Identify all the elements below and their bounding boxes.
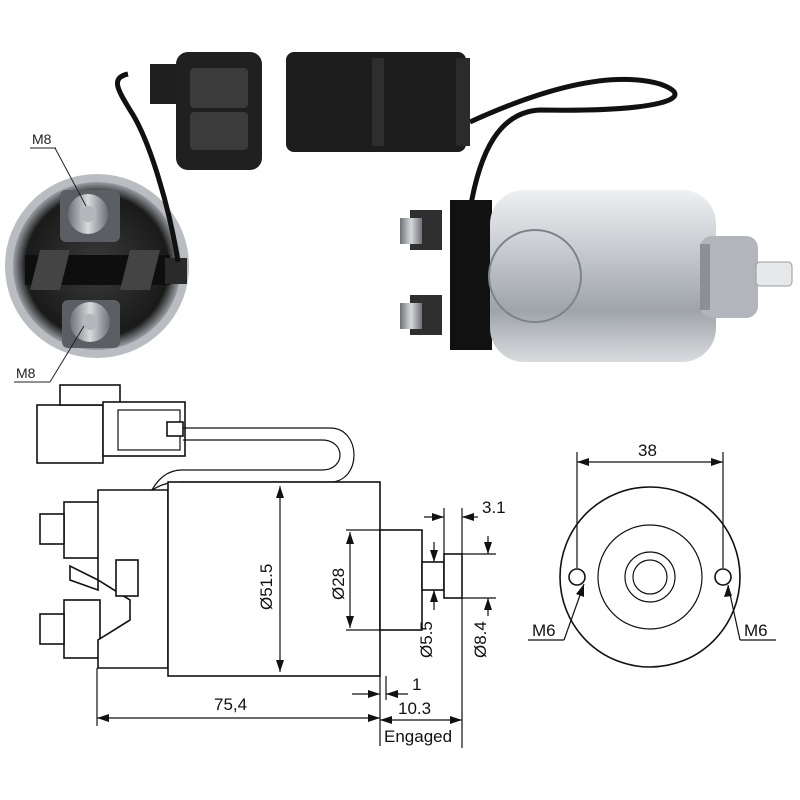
front-plunger-circle — [632, 559, 668, 595]
terminal-cap — [450, 200, 492, 350]
side-profile-drawing: Ø51.5 Ø28 Ø5.5 Ø8.4 3.1 — [36, 384, 506, 748]
dim-tip-length: 3.1 — [482, 498, 506, 517]
right-mount-hole — [714, 568, 732, 586]
drawing-connector — [36, 404, 104, 464]
solenoid-cylinder — [490, 190, 716, 362]
logo-mark-left — [30, 250, 70, 290]
drawing-upper-stud-nut — [63, 501, 101, 559]
front-view-drawing: 38 M6 M6 — [528, 441, 776, 668]
front-tip-circle — [624, 551, 676, 603]
dim-bolt-spacing: 38 — [638, 441, 657, 460]
lead-wire — [115, 71, 181, 263]
dim-engaged-stroke: 10.3 — [398, 699, 431, 718]
drawing-lower-stud-nut — [63, 599, 101, 659]
end-view-photo: M8 M8 — [5, 52, 262, 383]
side-view-photo — [286, 52, 793, 362]
connector-socket-bottom — [190, 112, 248, 150]
front-outer-circle — [559, 486, 741, 668]
lower-stud — [400, 303, 422, 329]
upper-stud — [400, 218, 422, 244]
right-m6-label: M6 — [744, 621, 768, 640]
dim-body-diameter: Ø51.5 — [257, 564, 276, 610]
dim-gap: 1 — [412, 675, 421, 694]
left-mount-hole — [568, 568, 586, 586]
connector-socket-top — [190, 68, 248, 108]
small-terminal — [165, 258, 187, 284]
connector-latch — [150, 64, 180, 104]
bottom-stud-thread — [82, 314, 98, 330]
top-stud-thread — [80, 206, 96, 222]
logo-mark-right — [120, 250, 160, 290]
plunger-tip — [755, 261, 793, 287]
side-lead-wire — [467, 77, 678, 211]
drawing-boss — [379, 529, 423, 631]
logo-watermark — [488, 229, 582, 323]
dim-length: 75,4 — [214, 695, 247, 714]
front-boss-circle — [597, 524, 703, 630]
top-m8-leader — [54, 147, 87, 207]
drawing-cylinder — [167, 481, 381, 677]
left-m6-label: M6 — [532, 621, 556, 640]
dim-tip-diameter: Ø8.4 — [471, 621, 490, 658]
top-m8-label: M8 — [32, 131, 52, 147]
bottom-m8-leader — [49, 325, 85, 383]
dim-boss-diameter: Ø28 — [329, 568, 348, 600]
dim-engaged-label: Engaged — [384, 727, 452, 746]
plunger-boss — [700, 236, 758, 318]
bottom-m8-label: M8 — [16, 365, 36, 381]
dim-plunger-diameter: Ø5.5 — [417, 621, 436, 658]
drawing-plunger — [421, 561, 445, 591]
drawing-tip — [443, 553, 463, 599]
